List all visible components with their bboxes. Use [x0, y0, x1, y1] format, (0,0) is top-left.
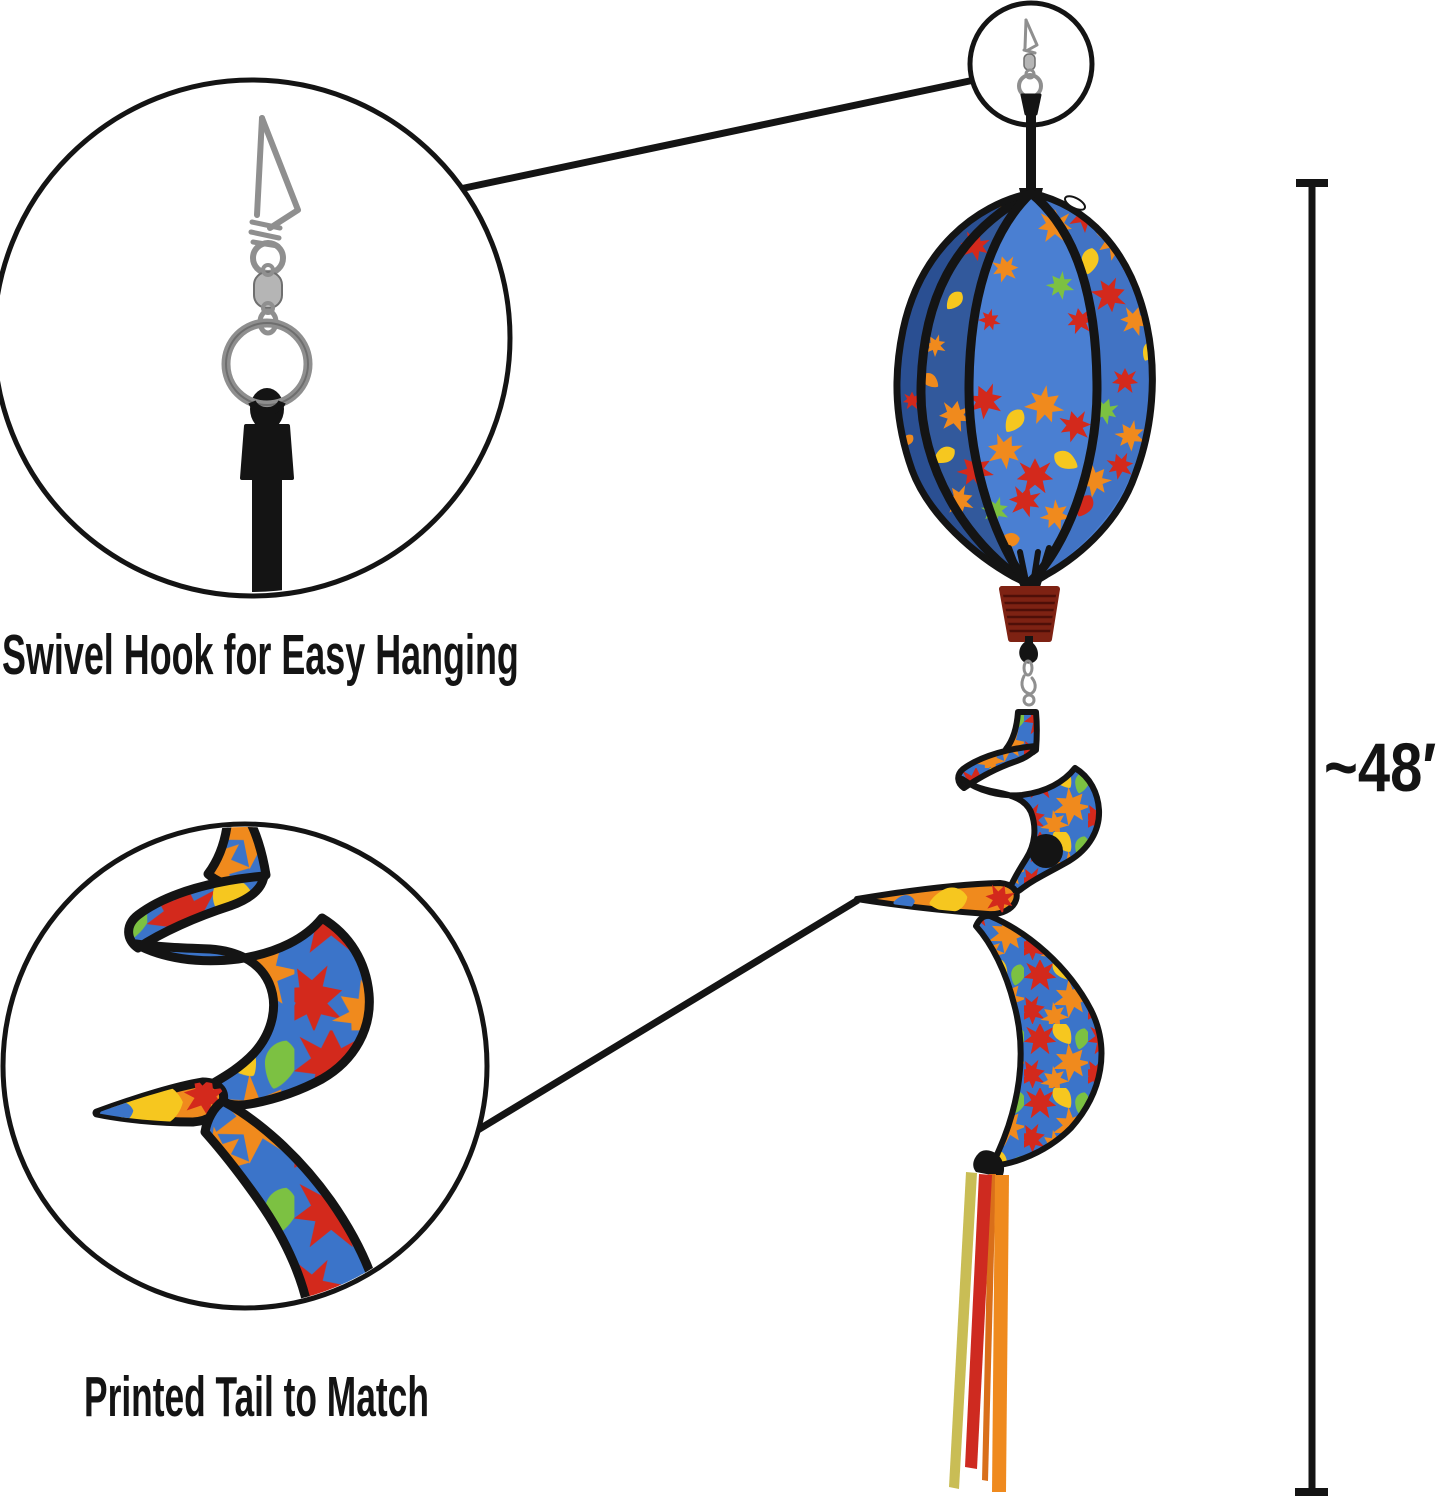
printed-tail-zoom-illustration	[92, 827, 388, 1305]
tail-callout-line	[418, 897, 860, 1168]
pole-tip	[240, 424, 294, 592]
printed-tail-caption: Printed Tail to Match	[84, 1365, 429, 1429]
tail-hub-disc	[1029, 834, 1063, 868]
product-swivel-hook	[1017, 18, 1043, 116]
swivel-hook-caption: Swivel Hook for Easy Hanging	[2, 623, 519, 687]
tail-ribbons	[949, 1172, 1009, 1492]
spring-connector	[999, 586, 1060, 642]
rod-top-knob	[1020, 93, 1042, 116]
height-measurement-line	[1295, 179, 1328, 1496]
balloon-canopy	[893, 188, 1156, 588]
height-measurement-label: ~48″	[1324, 729, 1437, 806]
swivel-hook-illustration	[221, 115, 313, 592]
barrel-swivel	[253, 271, 283, 309]
balloon-vent-hole	[1064, 195, 1086, 211]
swivel-hook-detail-callout	[0, 77, 513, 599]
wind-spinner	[854, 112, 1156, 1492]
printed-tail-detail-callout	[0, 821, 490, 1311]
tail-end-cap	[973, 1150, 1005, 1177]
detail-circle-border	[0, 77, 513, 599]
hanging-rod	[1026, 112, 1036, 192]
hook-overview-callout	[967, 0, 1095, 128]
hook-callout-line	[454, 68, 1013, 194]
split-ring	[221, 318, 313, 430]
spiral-tail	[854, 709, 1105, 1177]
canopy-ribs	[1006, 545, 1052, 594]
swivel-chain	[1019, 636, 1038, 707]
